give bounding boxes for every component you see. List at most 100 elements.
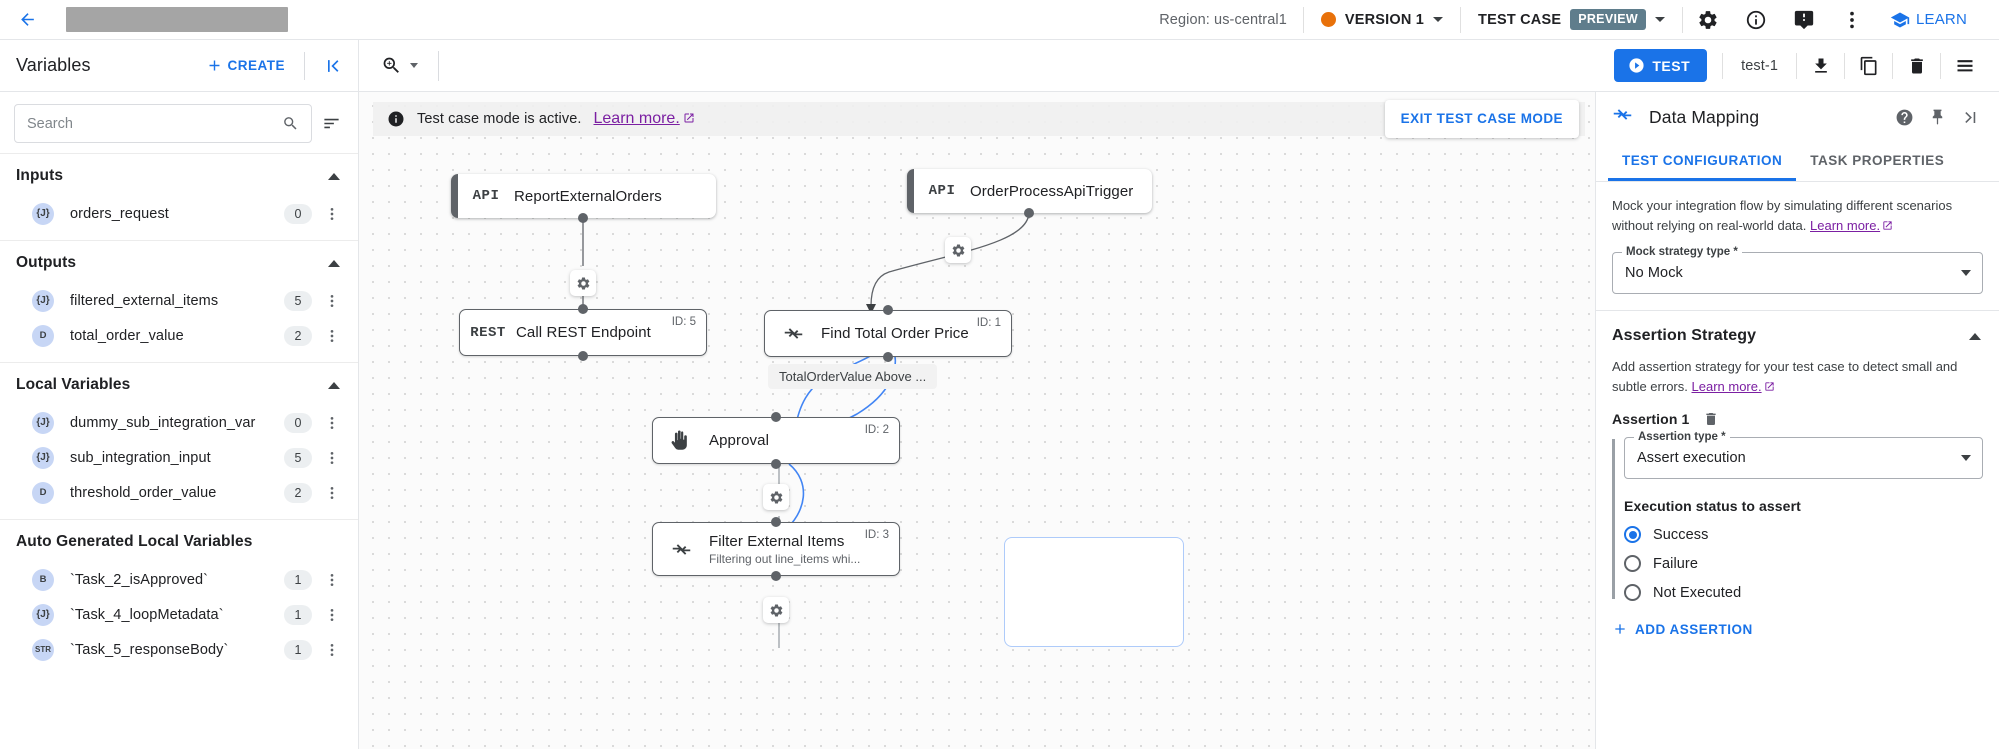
radio-option-failure[interactable]: Failure bbox=[1624, 555, 1983, 572]
section-header-auto-generated[interactable]: Auto Generated Local Variables bbox=[0, 520, 358, 562]
create-variable-button[interactable]: CREATE bbox=[200, 57, 291, 74]
learn-button[interactable]: LEARN bbox=[1876, 0, 1985, 40]
info-button[interactable] bbox=[1732, 0, 1780, 40]
node-body: Find Total Order Price bbox=[821, 325, 1011, 342]
variable-menu-button[interactable] bbox=[320, 642, 344, 658]
node-filter-external-items[interactable]: Filter External Items Filtering out line… bbox=[652, 522, 900, 576]
variable-menu-button[interactable] bbox=[320, 450, 344, 466]
node-input-port[interactable] bbox=[578, 304, 588, 314]
node-input-port[interactable] bbox=[771, 517, 781, 527]
node-output-port[interactable] bbox=[578, 351, 588, 361]
divider bbox=[1302, 6, 1304, 33]
canvas-toolbar bbox=[359, 40, 1614, 91]
logs-button[interactable] bbox=[1942, 46, 1987, 86]
node-body: Call REST Endpoint bbox=[516, 324, 706, 341]
variable-menu-button[interactable] bbox=[320, 415, 344, 431]
variable-menu-button[interactable] bbox=[320, 328, 344, 344]
mock-strategy-select[interactable]: Mock strategy type * No Mock bbox=[1612, 246, 1983, 294]
assertion-description-text: Add assertion strategy for your test cas… bbox=[1612, 359, 1958, 394]
mock-learn-more-link[interactable]: Learn more. bbox=[1810, 218, 1893, 233]
search-box[interactable] bbox=[14, 104, 312, 143]
expand-panel-button[interactable] bbox=[1954, 101, 1987, 134]
variable-row-task-4-loopmetadata[interactable]: {J} `Task_4_loopMetadata` 1 bbox=[0, 597, 358, 632]
node-approval[interactable]: Approval ID: 2 bbox=[652, 417, 900, 464]
node-output-port[interactable] bbox=[883, 352, 893, 362]
node-output-port[interactable] bbox=[771, 571, 781, 581]
tab-task-properties[interactable]: TASK PROPERTIES bbox=[1810, 152, 1945, 168]
tab-test-configuration[interactable]: TEST CONFIGURATION bbox=[1608, 142, 1797, 181]
more-vert-icon bbox=[330, 486, 334, 499]
edge-gear-icon[interactable] bbox=[570, 270, 596, 296]
feedback-button[interactable] bbox=[1780, 0, 1828, 40]
test-case-name[interactable]: test-1 bbox=[1741, 57, 1778, 74]
collapse-sidebar-button[interactable] bbox=[318, 51, 348, 81]
delete-assertion-button[interactable] bbox=[1703, 411, 1719, 427]
back-arrow-icon[interactable] bbox=[14, 7, 40, 33]
node-call-rest-endpoint[interactable]: REST Call REST Endpoint ID: 5 bbox=[459, 309, 707, 356]
edge-gear-icon[interactable] bbox=[763, 597, 789, 623]
variable-row-threshold-order-value[interactable]: D threshold_order_value 2 bbox=[0, 475, 358, 510]
delete-button[interactable] bbox=[1894, 46, 1939, 86]
search-input[interactable] bbox=[27, 115, 274, 132]
duplicate-button[interactable] bbox=[1846, 46, 1891, 86]
expand-panel-icon bbox=[1965, 111, 1976, 123]
node-output-port[interactable] bbox=[771, 459, 781, 469]
assertion-learn-more-link[interactable]: Learn more. bbox=[1692, 379, 1775, 394]
node-input-port[interactable] bbox=[771, 412, 781, 422]
more-options-button[interactable] bbox=[1828, 0, 1876, 40]
variable-row-orders-request[interactable]: {J} orders_request 0 bbox=[0, 196, 358, 231]
edge-gear-icon[interactable] bbox=[763, 484, 789, 510]
section-header-local-variables[interactable]: Local Variables bbox=[0, 363, 358, 405]
variable-menu-button[interactable] bbox=[320, 572, 344, 588]
selected-node-card[interactable] bbox=[1004, 537, 1184, 647]
node-input-port[interactable] bbox=[883, 305, 893, 315]
variable-menu-button[interactable] bbox=[320, 206, 344, 222]
banner-learn-more-link[interactable]: Learn more. bbox=[594, 110, 695, 128]
test-case-selector[interactable]: TEST CASE PREVIEW bbox=[1462, 0, 1681, 40]
variable-type-badge: STR bbox=[32, 638, 54, 661]
variable-menu-button[interactable] bbox=[320, 607, 344, 623]
version-selector[interactable]: VERSION 1 bbox=[1305, 0, 1459, 40]
sort-filter-button[interactable] bbox=[316, 109, 346, 139]
link-text: Learn more. bbox=[1691, 378, 1762, 394]
panel-header: Data Mapping bbox=[1596, 92, 1999, 142]
node-output-port[interactable] bbox=[1024, 208, 1034, 218]
edge-gear-icon[interactable] bbox=[945, 237, 971, 263]
download-button[interactable] bbox=[1798, 46, 1843, 86]
approval-hand-icon bbox=[653, 430, 709, 451]
integration-canvas[interactable]: Test case mode is active. Learn more. EX… bbox=[359, 92, 1595, 749]
assertion-strategy-header[interactable]: Assertion Strategy bbox=[1596, 311, 1999, 353]
variable-row-total-order-value[interactable]: D total_order_value 2 bbox=[0, 318, 358, 353]
run-test-button[interactable]: TEST bbox=[1614, 49, 1708, 82]
section-header-inputs[interactable]: Inputs bbox=[0, 154, 358, 196]
variable-row-dummy-sub-integration-var[interactable]: {J} dummy_sub_integration_var 0 bbox=[0, 405, 358, 440]
variable-menu-button[interactable] bbox=[320, 485, 344, 501]
variable-row-task-2-isapproved[interactable]: B `Task_2_isApproved` 1 bbox=[0, 562, 358, 597]
section-header-outputs[interactable]: Outputs bbox=[0, 241, 358, 283]
assertion-type-select[interactable]: Assertion type * Assert execution bbox=[1624, 431, 1983, 479]
settings-button[interactable] bbox=[1684, 0, 1732, 40]
node-order-process-api-trigger[interactable]: API OrderProcessApiTrigger bbox=[907, 169, 1152, 213]
more-vert-icon bbox=[330, 451, 334, 464]
edge-condition-label[interactable]: TotalOrderValue Above ... bbox=[768, 364, 938, 389]
panel-title: Data Mapping bbox=[1649, 106, 1760, 127]
zoom-control[interactable] bbox=[381, 55, 418, 76]
node-output-port[interactable] bbox=[578, 213, 588, 223]
add-assertion-button[interactable]: ADD ASSERTION bbox=[1612, 621, 1983, 637]
more-vert-icon bbox=[330, 416, 334, 429]
node-label: ReportExternalOrders bbox=[514, 187, 662, 205]
radio-option-not-executed[interactable]: Not Executed bbox=[1624, 584, 1983, 601]
help-button[interactable] bbox=[1888, 101, 1921, 134]
radio-option-success[interactable]: Success bbox=[1624, 526, 1983, 543]
variable-row-filtered-external-items[interactable]: {J} filtered_external_items 5 bbox=[0, 283, 358, 318]
node-report-external-orders[interactable]: API ReportExternalOrders bbox=[451, 174, 716, 218]
pin-button[interactable] bbox=[1921, 101, 1954, 134]
variable-name: `Task_2_isApproved` bbox=[70, 571, 209, 588]
variable-row-sub-integration-input[interactable]: {J} sub_integration_input 5 bbox=[0, 440, 358, 475]
radio-indicator bbox=[1624, 526, 1641, 543]
exit-test-case-mode-button[interactable]: EXIT TEST CASE MODE bbox=[1384, 100, 1579, 138]
variable-menu-button[interactable] bbox=[320, 293, 344, 309]
node-find-total-order-price[interactable]: Find Total Order Price ID: 1 bbox=[764, 310, 1012, 357]
variable-row-task-5-responsebody[interactable]: STR `Task_5_responseBody` 1 bbox=[0, 632, 358, 667]
